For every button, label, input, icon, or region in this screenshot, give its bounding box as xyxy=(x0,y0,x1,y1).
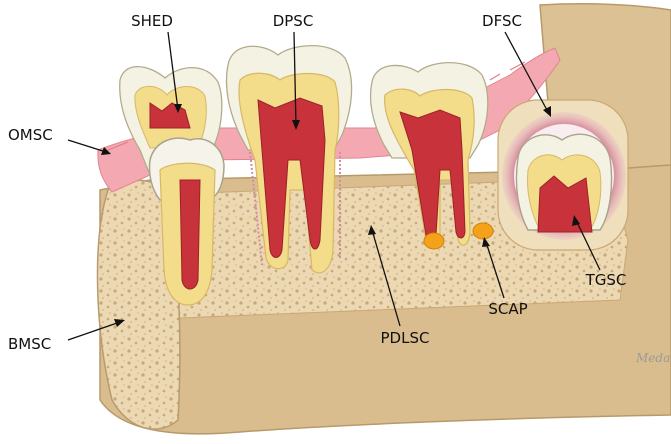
label-pdlsc: PDLSC xyxy=(381,329,430,347)
watermark: Meda xyxy=(635,351,670,365)
label-dpsc: DPSC xyxy=(273,12,314,30)
tooth-germ xyxy=(498,100,628,250)
label-bmsc: BMSC xyxy=(8,335,51,353)
label-shed: SHED xyxy=(131,12,173,30)
arrow-omsc xyxy=(68,140,106,152)
label-omsc: OMSC xyxy=(8,126,53,144)
apical-papilla-distal xyxy=(473,223,493,239)
successor-tooth-pulp xyxy=(180,180,200,289)
label-tgsc: TGSC xyxy=(585,271,627,289)
label-dfsc: DFSC xyxy=(482,12,522,30)
label-scap: SCAP xyxy=(488,300,527,318)
apical-papilla-mesial xyxy=(424,233,444,249)
